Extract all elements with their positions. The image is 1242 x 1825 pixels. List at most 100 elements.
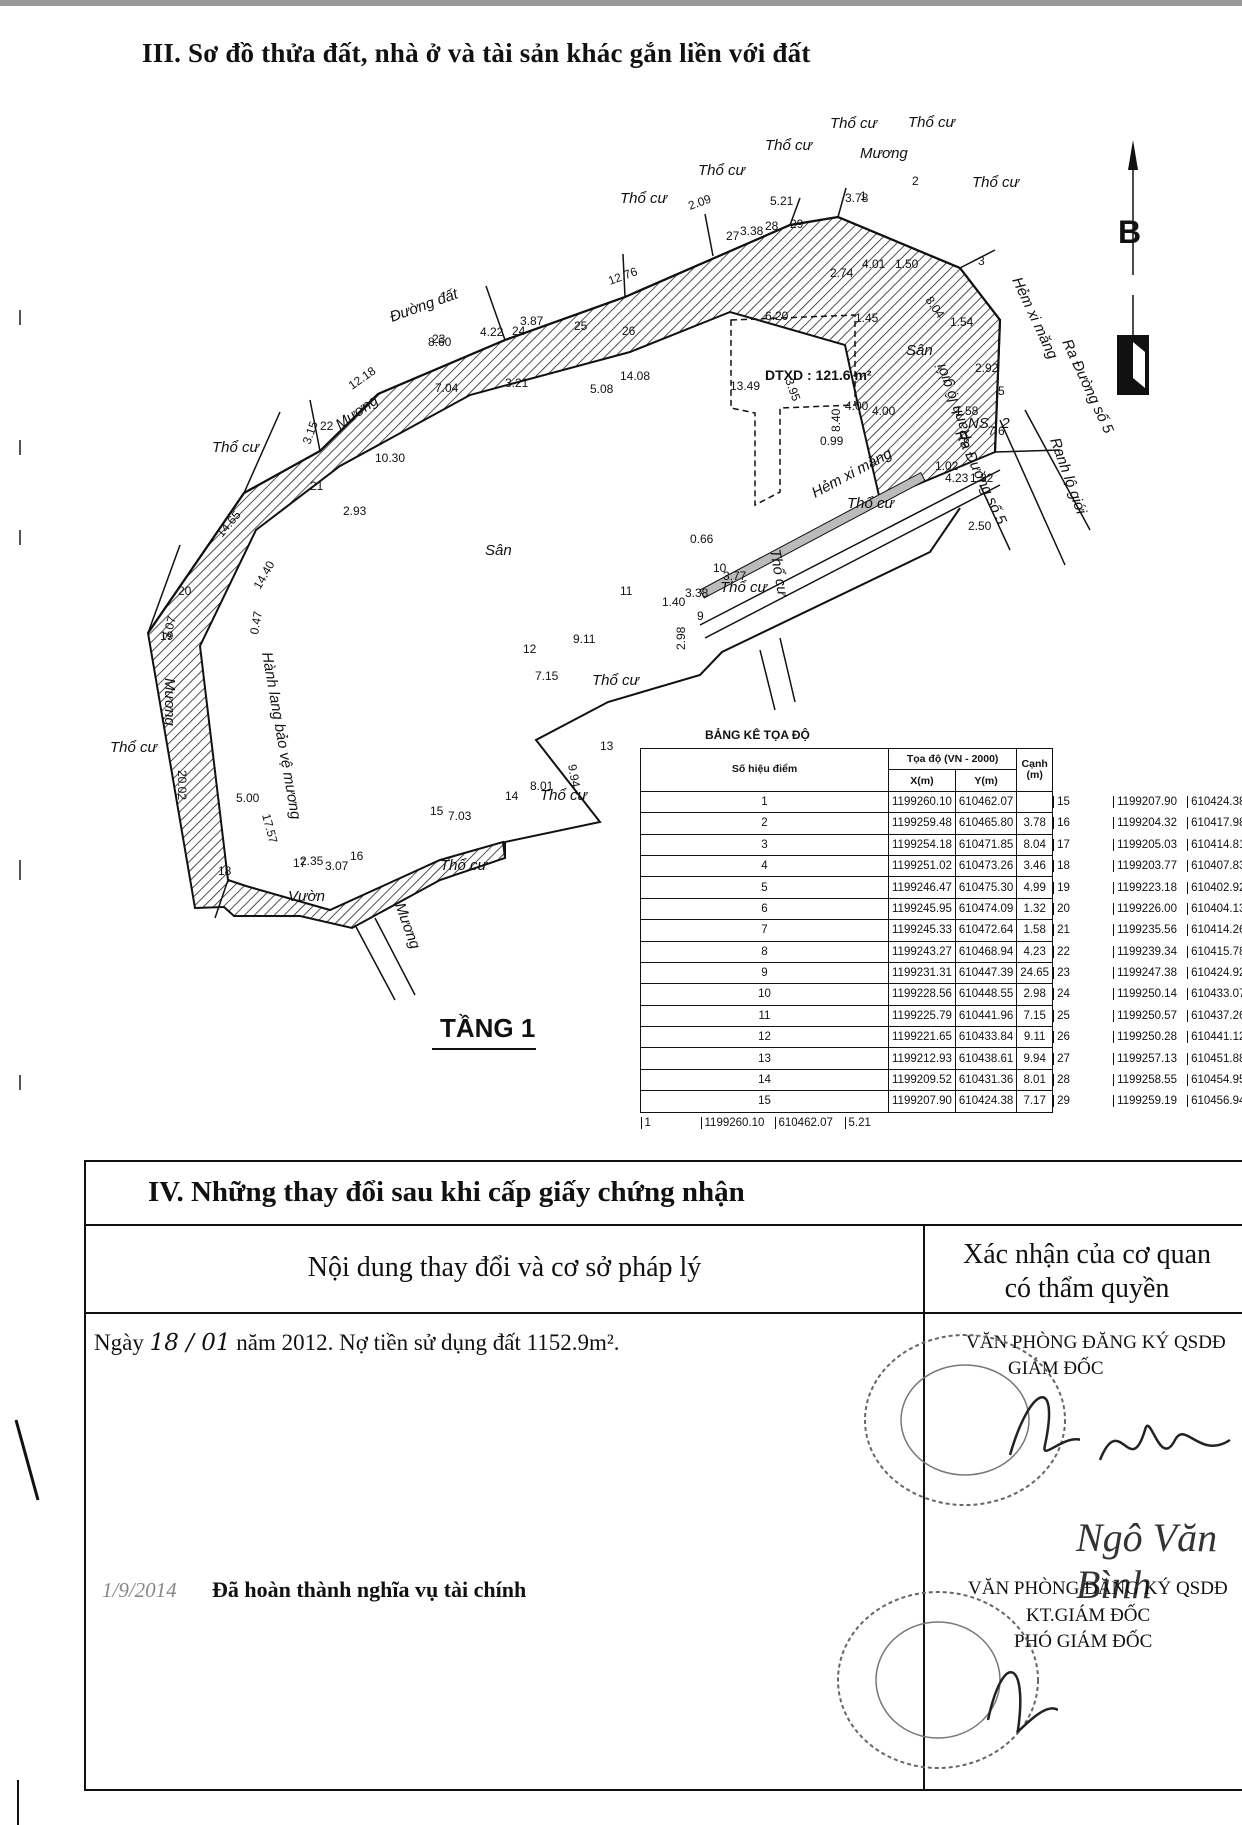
label-tho-cu: Thổ cư [972,174,1021,191]
svg-text:2: 2 [912,174,919,188]
floor-label: TẦNG 1 [440,1013,536,1043]
x-value: 1199260.10 [888,790,956,814]
point-id: 4 [640,854,889,878]
label-tho-cu: Thổ cư [766,548,791,599]
svg-text:4.00: 4.00 [845,399,869,413]
svg-text:3.87: 3.87 [520,314,544,328]
label-hanh-lang: Hành lang bảo vệ mương [258,651,304,822]
y-value: 610437.26 [1187,1009,1242,1022]
svg-text:19: 19 [160,629,174,643]
svg-text:0.47: 0.47 [247,610,265,636]
alley-dotted [699,471,926,599]
x-value: 1199259.48 [888,812,956,835]
edge-value: 1.32 [1016,897,1054,921]
column-divider [923,1224,925,1789]
alley-line-1 [699,469,1001,626]
label-tho-cu: Thổ cư [440,857,489,874]
col-confirm-line1: Xác nhận của cơ quan [962,1239,1212,1270]
point-id: 7 [640,919,889,942]
label-ham-xi-mang: Hẻm xi măng [1008,275,1061,363]
col-point: Số hiệu điểm [640,748,889,792]
svg-text:3.38: 3.38 [740,224,764,238]
x-value: 1199250.14 [1113,988,1187,1001]
svg-text:7.03: 7.03 [448,809,472,823]
label-tho-cu: Thổ cư [765,137,814,154]
scan-marks [14,310,40,1825]
y-value: 610454.95 [1187,1074,1242,1087]
label-san: Sân [906,342,933,359]
svg-text:1: 1 [860,189,867,203]
svg-text:1.02: 1.02 [935,459,959,473]
point-id: 9 [640,961,889,985]
svg-text:5.21: 5.21 [770,194,794,208]
official-stamp-2 [837,1591,1058,1769]
point-id: 8 [640,940,889,963]
x-value: 1199254.18 [888,833,956,856]
y-value: 610473.26 [954,854,1018,878]
point-id: 24 [1053,988,1113,1001]
north-arrow-icon [1117,140,1149,395]
svg-text:3.07: 3.07 [325,859,349,873]
svg-text:12.18: 12.18 [346,364,379,393]
label-tho-cu: Thổ cư [720,579,769,596]
svg-text:1.32: 1.32 [970,471,994,485]
svg-text:14: 14 [505,789,519,803]
point-id: 25 [1053,1009,1113,1022]
svg-text:3.07: 3.07 [159,614,179,640]
y-value: 610402.92 [1187,881,1242,894]
label-tho-cu: Thổ cư [540,787,589,804]
svg-text:3.77: 3.77 [723,569,747,583]
x-value: 1199258.55 [1113,1074,1187,1087]
edge-value: 4.99 [1016,876,1054,899]
point-id: 19 [1053,881,1113,894]
point-id: 13 [640,1047,889,1070]
svg-text:9.94: 9.94 [565,763,583,789]
x-value: 1199226.00 [1113,902,1187,915]
y-value: 610424.92 [1187,967,1242,980]
x-value: 1199228.56 [888,983,956,1006]
official-stamp-1 [864,1334,1080,1506]
svg-text:24: 24 [512,324,526,338]
svg-text:21: 21 [310,479,324,493]
svg-text:26: 26 [622,324,636,338]
x-value: 1199209.52 [888,1068,956,1092]
svg-text:2.09: 2.09 [686,192,713,213]
svg-text:22: 22 [320,419,334,433]
section3-title: III. Sơ đồ thửa đất, nhà ở và tài sản kh… [142,38,811,68]
label-tho-cu: Thổ cư [908,114,957,131]
x-value: 1199207.90 [888,1090,956,1113]
label-ns: NS : 2 [968,415,1010,432]
header-top-rule [86,1224,1242,1226]
y-value: 610456.94 [1187,1095,1242,1108]
y-value: 610433.84 [954,1026,1018,1049]
svg-text:6.20: 6.20 [765,309,789,323]
x-value: 1199245.95 [888,897,956,921]
office2-role2: PHÓ GIÁM ĐỐC [1014,1631,1153,1652]
office2-name: VĂN PHÒNG ĐĂNG KÝ QSDĐ [968,1578,1228,1599]
label-tho-cu: Thổ cư [847,495,896,512]
edge-value: 7.17 [1016,1090,1054,1113]
y-value: 610465.80 [954,812,1018,835]
svg-text:25: 25 [574,319,588,333]
y-value: 610414.81 [1187,838,1242,851]
svg-text:0.99: 0.99 [820,434,844,448]
svg-text:9.11: 9.11 [573,632,596,646]
point-id: 20 [1053,902,1113,915]
entry-date: 18 / 01 [149,1330,231,1356]
col-coord: Tọa độ (VN - 2000) [887,747,1018,771]
